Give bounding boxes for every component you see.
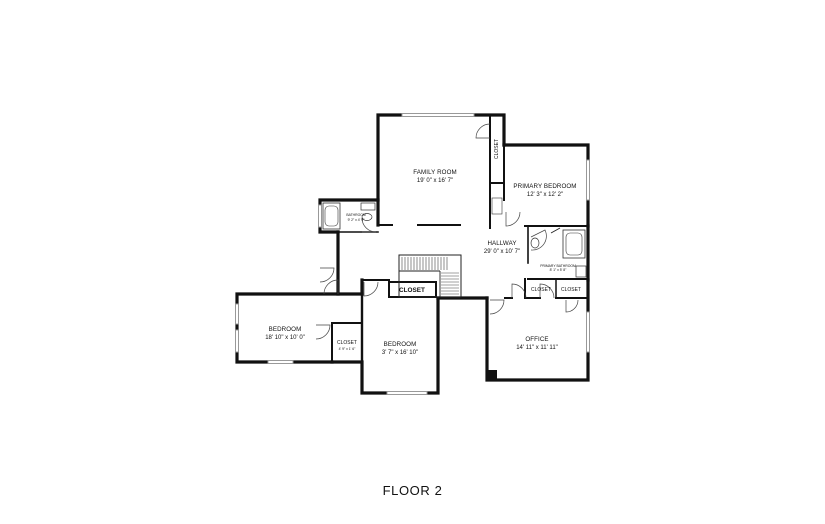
room-name: PRIMARY BATHROOM <box>540 264 576 268</box>
room-name: BEDROOM <box>269 326 302 333</box>
room-bathroom: BATHROOM 9' 2" x 4' 9" <box>346 213 366 222</box>
room-bedroom-left: BEDROOM 18' 10" x 10' 0" <box>265 326 305 341</box>
room-name: PRIMARY BEDROOM <box>513 183 576 190</box>
room-dimensions: 18' 10" x 10' 0" <box>265 335 305 341</box>
closet-label-family-room: CLOSET <box>494 139 500 159</box>
room-family-room: FAMILY ROOM 19' 0" x 16' 7" <box>413 169 457 184</box>
room-dimensions: 8' 1" x 5' 8" <box>550 268 568 272</box>
closet-label-office-right: CLOSET <box>561 287 581 293</box>
room-name: BEDROOM <box>384 341 417 348</box>
interior-walls <box>331 114 589 380</box>
closet-label-bedroom-left: CLOSET <box>337 340 357 346</box>
room-primary-bathroom: PRIMARY BATHROOM 8' 1" x 5' 8" <box>540 264 576 272</box>
floor-label: FLOOR 2 <box>382 483 443 498</box>
room-dimensions: 29' 0" x 10' 7" <box>484 249 520 255</box>
closet-label-center: CLOSET <box>399 287 425 294</box>
room-hallway: HALLWAY 29' 0" x 10' 7" <box>484 240 520 255</box>
doors <box>315 123 579 340</box>
room-dimensions: 14' 11" x 11' 11" <box>516 345 558 351</box>
room-dimensions: 19' 0" x 16' 7" <box>417 178 453 184</box>
room-dimensions: 9' 2" x 4' 9" <box>348 218 366 222</box>
room-dimensions: 12' 3" x 12' 2" <box>527 192 563 198</box>
closet-dimensions-bedroom-left: 4' 9" x 1' 6" <box>339 347 357 351</box>
room-primary-bedroom: PRIMARY BEDROOM 12' 3" x 12' 2" <box>513 183 576 198</box>
room-name: OFFICE <box>525 336 548 343</box>
windows <box>235 113 590 395</box>
room-office: OFFICE 14' 11" x 11' 11" <box>516 336 558 351</box>
bathroom-fixtures <box>322 197 587 278</box>
room-name: FAMILY ROOM <box>413 169 457 176</box>
room-name: BATHROOM <box>346 213 366 217</box>
room-dimensions: 3' 7" x 16' 10" <box>382 350 418 356</box>
staircase <box>398 254 462 298</box>
closet-label-office-left: CLOSET <box>531 287 551 293</box>
room-name: HALLWAY <box>487 240 516 247</box>
room-bedroom-center: BEDROOM 3' 7" x 16' 10" <box>382 341 418 356</box>
